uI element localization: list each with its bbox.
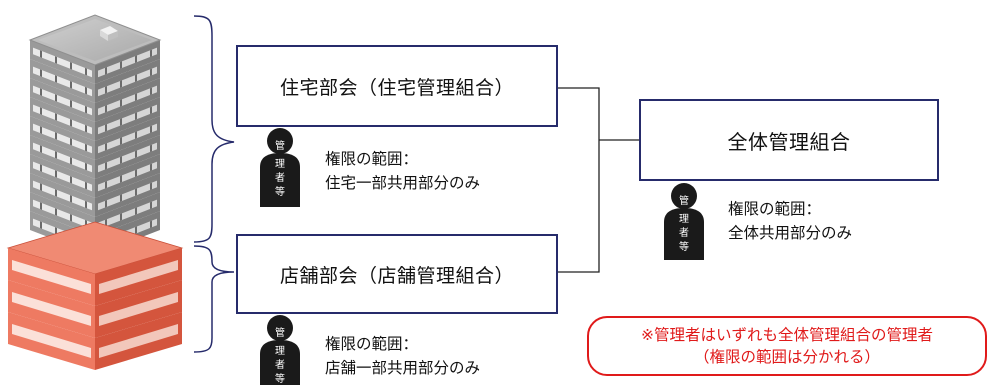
permission-scope: 全体共用部分のみ (728, 224, 853, 242)
manager-icon-char: 理 (679, 213, 689, 225)
manager-icon-char: 理 (275, 345, 285, 357)
manager-icon-char: 管 (275, 139, 285, 152)
shop-association-box: 店舗部会（店舗管理組合） (236, 234, 558, 314)
manager-icon-char: 管 (679, 194, 689, 207)
permission-label: 権限の範囲： (325, 150, 419, 168)
permission-label: 権限の範囲： (728, 200, 822, 218)
manager-icon-char: 管 (275, 326, 285, 339)
manager-icon-char: 者 (275, 172, 285, 184)
shop-permission: 権限の範囲： 店舗一部共用部分のみ (325, 332, 480, 380)
curly-brace-icon (193, 15, 235, 353)
manager-icon-char: 等 (275, 185, 285, 198)
note-line-1: ※管理者はいずれも全体管理組合の管理者 (641, 326, 933, 344)
person-manager-icon: 管 理 者 等 (664, 183, 704, 260)
residential-association-box: 住宅部会（住宅管理組合） (236, 45, 558, 127)
person-manager-icon: 管 理 者 等 (260, 315, 300, 385)
note-line-2: （権限の範囲は分かれる） (693, 348, 880, 366)
manager-icon-char: 等 (679, 240, 689, 253)
manager-icon-char: 者 (275, 359, 285, 371)
building-icon (6, 14, 184, 370)
person-manager-icon: 管 理 者 等 (260, 128, 300, 207)
permission-scope: 住宅一部共用部分のみ (325, 174, 481, 192)
manager-icon-char: 理 (275, 158, 285, 170)
residential-permission: 権限の範囲： 住宅一部共用部分のみ (325, 147, 480, 195)
whole-association-box: 全体管理組合 (639, 99, 939, 181)
whole-permission: 権限の範囲： 全体共用部分のみ (728, 197, 852, 245)
manager-note: ※管理者はいずれも全体管理組合の管理者 （権限の範囲は分かれる） (587, 316, 987, 376)
manager-icon-char: 者 (679, 227, 689, 239)
permission-scope: 店舗一部共用部分のみ (325, 359, 481, 377)
permission-label: 権限の範囲： (325, 335, 419, 353)
manager-icon-char: 等 (275, 372, 285, 385)
